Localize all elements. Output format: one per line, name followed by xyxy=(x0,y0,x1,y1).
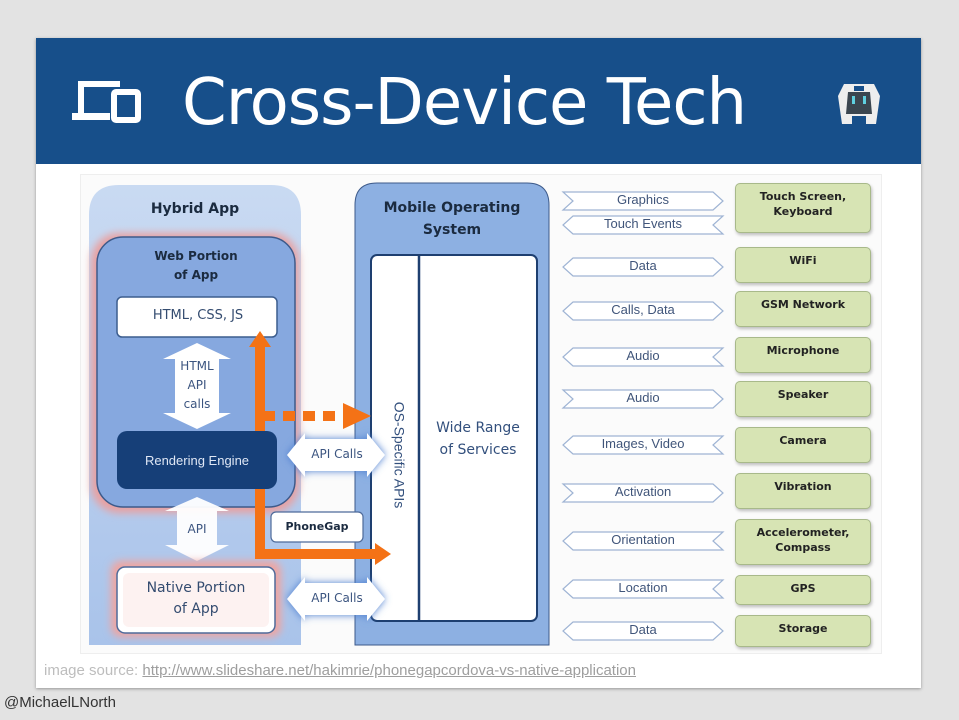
html-css-js-label: HTML, CSS, JS xyxy=(152,308,244,323)
device-box: Vibration xyxy=(735,473,871,509)
slide-header: Cross-Device Tech xyxy=(36,38,921,164)
device-box: GPS xyxy=(735,575,871,605)
cordova-logo-icon xyxy=(838,84,880,124)
row-arrow-right xyxy=(561,191,724,211)
device-label: Touch Screen,Keyboard xyxy=(759,190,847,218)
os-specific-apis-label: OS-Specific APIs xyxy=(391,401,407,509)
page-title: Cross-Device Tech xyxy=(182,66,747,140)
device-box: Camera xyxy=(735,427,871,463)
native-portion-label: Native Portion of App xyxy=(146,580,246,617)
device-label: GPS xyxy=(790,582,816,595)
row-arrow-right xyxy=(561,483,724,503)
api-double-arrow xyxy=(165,497,229,561)
row-arrow-left xyxy=(562,579,725,599)
row-label: Orientation xyxy=(611,532,675,547)
phonegap-label: PhoneGap xyxy=(285,520,349,533)
device-label: GSM Network xyxy=(760,298,846,311)
row-arrow-right xyxy=(561,389,724,409)
row-label: Touch Events xyxy=(603,216,683,231)
row-label: Audio xyxy=(626,390,660,405)
web-portion-title: Web Portion of App xyxy=(154,249,238,282)
api-label: API xyxy=(187,522,207,536)
device-label: Speaker xyxy=(777,388,829,401)
hybrid-app-title: Hybrid App xyxy=(150,201,240,217)
rendering-engine-label: Rendering Engine xyxy=(144,452,250,468)
device-label: Microphone xyxy=(766,344,840,357)
device-label: Camera xyxy=(779,434,827,447)
row-arrow-both xyxy=(562,257,724,277)
rendering-engine-box: Rendering Engine xyxy=(117,431,277,489)
architecture-diagram: Hybrid App Web Portion of App HTML, CSS,… xyxy=(80,174,882,654)
image-source: image source: http://www.slideshare.net/… xyxy=(44,662,636,679)
device-box: WiFi xyxy=(735,247,871,283)
api-calls-arrow-top xyxy=(287,433,385,477)
author-credit: @MichaelLNorth xyxy=(4,694,116,711)
html-api-double-arrow xyxy=(163,343,231,429)
row-label: Calls, Data xyxy=(611,302,675,317)
device-label: Vibration xyxy=(774,480,832,493)
device-label: Accelerometer,Compass xyxy=(756,526,850,554)
device-box: Microphone xyxy=(735,337,871,373)
row-label: Data xyxy=(629,622,657,637)
row-arrow-left xyxy=(562,435,725,455)
row-label: Graphics xyxy=(616,192,670,207)
phonegap-box xyxy=(270,511,364,543)
row-arrow-both xyxy=(562,621,724,641)
device-label: Storage xyxy=(778,622,828,635)
device-box: Accelerometer,Compass xyxy=(735,519,871,565)
wide-range-services-label: Wide Range of Services xyxy=(436,420,520,458)
row-arrow-left xyxy=(562,215,725,235)
api-calls-arrow-bottom xyxy=(287,577,385,621)
device-box: GSM Network xyxy=(735,291,871,327)
device-box: Speaker xyxy=(735,381,871,417)
devices-icon xyxy=(72,81,141,123)
device-label: WiFi xyxy=(789,254,817,267)
slide: Cross-Device Tech xyxy=(36,38,921,688)
row-label: Audio xyxy=(626,348,660,363)
device-box: Touch Screen,Keyboard xyxy=(735,183,871,233)
row-label: Images, Video xyxy=(601,436,685,451)
row-arrow-both xyxy=(562,301,724,321)
source-link[interactable]: http://www.slideshare.net/hakimrie/phone… xyxy=(142,662,636,679)
api-calls-top-label: API Calls xyxy=(311,447,363,461)
row-label: Location xyxy=(618,580,668,595)
html-api-calls-label: HTML API calls xyxy=(180,359,214,411)
row-label: Data xyxy=(629,258,657,273)
row-label: Activation xyxy=(614,484,672,499)
row-arrow-left xyxy=(562,347,725,367)
api-calls-bottom-label: API Calls xyxy=(311,591,363,605)
row-arrow-left xyxy=(562,531,725,551)
mobile-os-title: Mobile Operating System xyxy=(383,200,521,238)
device-box: Storage xyxy=(735,615,871,647)
